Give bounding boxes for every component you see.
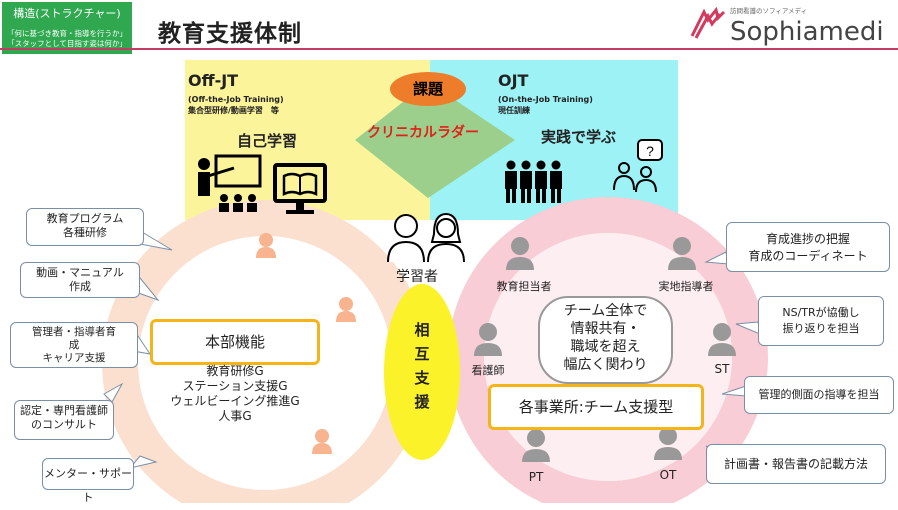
callout-video-manual: 動画・マニュアル 作成	[20, 262, 140, 298]
practice-label: 実践で学ぶ	[541, 128, 617, 146]
question-mark: ?	[646, 143, 654, 159]
team-sharing-cloud: チーム全体で 情報共有・ 職域を超え 幅広く関わり	[538, 296, 673, 384]
brand-tagline: 訪問看護のソフィアメディ	[730, 7, 808, 15]
issue-oval: 課題	[390, 72, 466, 106]
offjt-title: Off-JT	[188, 71, 239, 90]
page-title: 教育支援体制	[158, 21, 302, 47]
role-field-lead: 実地指導者	[658, 280, 714, 293]
video-learning-icon	[273, 163, 327, 214]
brand-name: Sophiamedi	[730, 17, 884, 47]
callout-progress-coordination: 育成進捗の把握 育成のコーディネート	[726, 222, 890, 272]
role-ot: OT	[659, 468, 677, 482]
hq-function-list: 教育研修G ステーション支援G ウェルビーイング推進G 人事G	[170, 364, 300, 423]
callout-mentor-support: メンター・サポート	[42, 458, 134, 504]
structure-tag-title: 構造(ストラクチャー)	[13, 7, 121, 20]
callout-management-guidance: 管理的側面の指導を担当	[744, 376, 894, 414]
callout-education-program: 教育プログラム 各種研修	[26, 208, 144, 246]
callout-plan-report-writing: 計画書・報告書の記載方法	[706, 444, 886, 484]
role-pt: PT	[528, 470, 544, 484]
structure-tag-lines: 「何に基づき教育・指導を行うか」 「スタッフとして目指す姿は何か」	[7, 29, 127, 48]
mutual-support-ellipse	[384, 284, 460, 460]
question-people-icon: ?	[613, 139, 663, 192]
ojt-title: OJT	[498, 71, 529, 90]
callout-career-support: 管理者・指導者育 成 キャリア支援	[10, 322, 138, 368]
role-nurse: 看護師	[471, 364, 505, 377]
staff-team-icon	[505, 160, 562, 203]
learner-label: 学習者	[396, 269, 438, 285]
hq-function-box: 本部機能	[150, 319, 320, 365]
title-divider	[0, 48, 898, 50]
role-edu-lead: 教育担当者	[496, 280, 552, 293]
lecture-icon	[198, 154, 262, 212]
callout-cns-consult: 認定・専門看護師 のコンサルト	[14, 400, 114, 440]
clinical-ladder-label: クリニカルラダー	[367, 125, 479, 141]
role-st: ST	[714, 362, 730, 376]
self-study-label: 自己学習	[237, 132, 298, 150]
ojt-subtitle: (On-the-Job Training) 現任訓練	[498, 95, 593, 115]
callout-ns-tr-review: NS/TRが協働し 振り返りを担当	[758, 296, 884, 346]
learner-icon	[387, 212, 465, 263]
team-ring	[448, 197, 768, 503]
structure-tag: 構造(ストラクチャー) 「何に基づき教育・指導を行うか」 「スタッフとして目指す…	[2, 2, 132, 54]
ladder-diamond	[355, 82, 515, 198]
mutual-support-label: 相 互 支 援	[414, 321, 430, 411]
team-support-box: 各事業所:チーム支援型	[488, 384, 704, 430]
brand-logo-icon	[690, 6, 726, 39]
offjt-subtitle: (Off-the-Job Training) 集合型研修/動画学習 等	[188, 95, 284, 115]
